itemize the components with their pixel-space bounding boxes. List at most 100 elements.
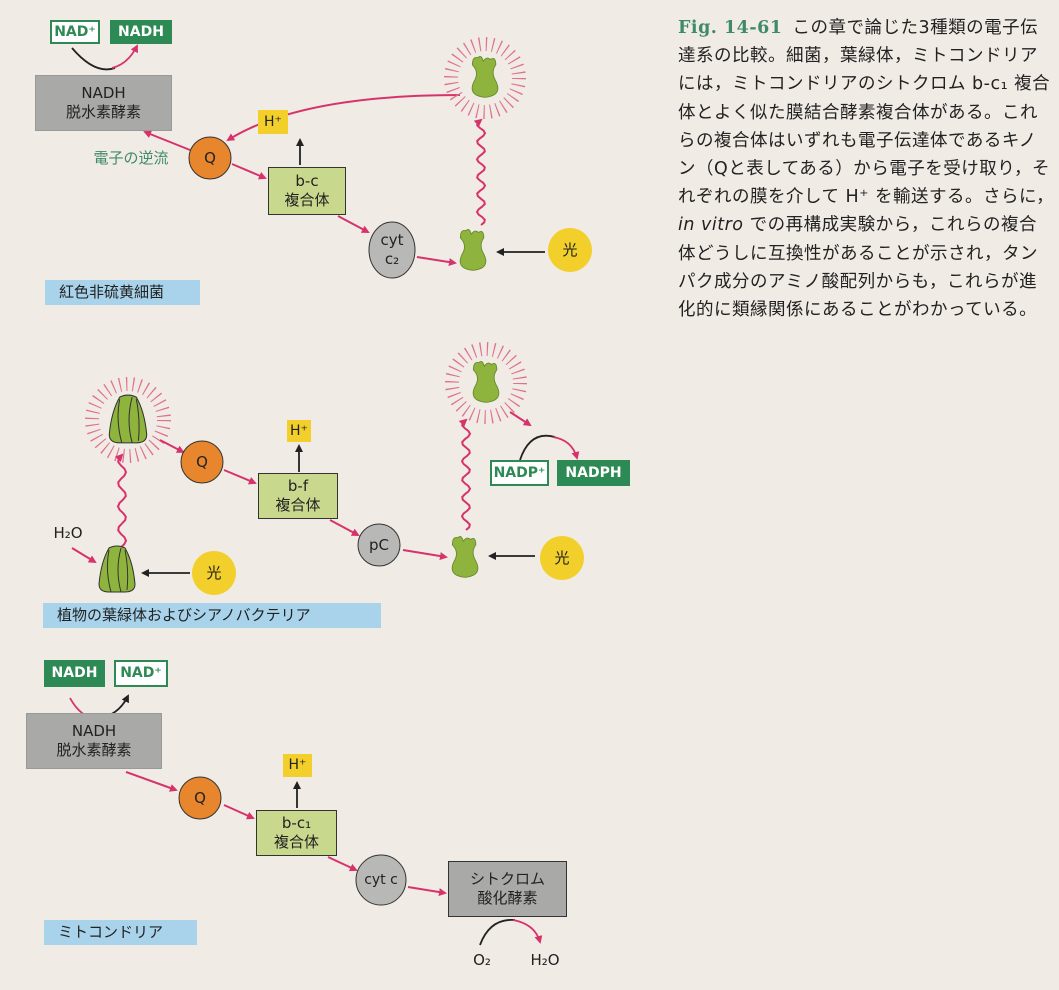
excited-reaction-center-icon	[471, 56, 499, 98]
excitation-glow	[444, 37, 526, 119]
nadh-box: NADH	[44, 660, 105, 687]
quinone-label: Q	[204, 148, 216, 167]
quinone-circle	[178, 776, 222, 820]
complex-line-2: 複合体	[275, 496, 321, 514]
reverse-flow-arrow	[143, 130, 191, 151]
caption-line: ン（Qと表してある）から電子を受け取り，そ	[678, 159, 1050, 180]
proton-box: H⁺	[258, 110, 288, 134]
nad-reduction-curve	[71, 47, 116, 71]
electron-arrow	[159, 439, 185, 453]
light-circle	[540, 536, 584, 580]
electron-arrow	[223, 469, 257, 485]
cytochrome-line-1: cyt	[380, 231, 404, 249]
quinone-label: Q	[194, 788, 206, 807]
electron-arrow	[337, 215, 370, 233]
figure-caption: Fig. 14-61 この章で論じた3種類の電子伝 達系の比較。細菌，葉緑体，ミト…	[678, 14, 1058, 324]
excitation-glow	[85, 377, 171, 463]
caption-line: in vitro での再構成実験から，これらの複合	[678, 211, 1058, 239]
oxygen-reduction-curve	[479, 919, 516, 946]
plastocyanin-circle	[357, 523, 401, 567]
water-label: H₂O	[53, 523, 83, 542]
cytochrome-c-circle	[355, 854, 407, 906]
b-c1-complex-box: b-c₁ 複合体	[256, 810, 337, 856]
nadph-box: NADPH	[557, 460, 630, 486]
caption-line: らの複合体はいずれも電子伝達体であるキノ	[678, 130, 1037, 151]
complex-line-1: b-c₁	[281, 814, 312, 832]
nadp-reduction-curve	[519, 434, 556, 461]
nadh-dehydrogenase-box: NADH 脱水素酵素	[35, 75, 172, 131]
electron-arrow	[125, 771, 178, 792]
water-arrow	[71, 547, 97, 564]
water-label: H₂O	[530, 950, 560, 969]
caption-line: 体どうしに互換性があることが示され，タン	[678, 243, 1038, 264]
nad-plus-box: NAD⁺	[50, 20, 100, 44]
caption-italic-term: in vitro	[678, 215, 744, 236]
excitation-wave	[458, 418, 472, 531]
nad-reduction-arrow	[111, 44, 138, 69]
cytochrome-oxidase-box: シトクロム 酸化酵素	[448, 861, 567, 917]
b-c-complex-box: b-c 複合体	[268, 167, 346, 215]
oxygen-label: O₂	[473, 950, 491, 969]
caption-line: れぞれの膜を介して H⁺ を輸送する。さらに，	[678, 187, 1055, 208]
electron-arrow	[231, 163, 267, 180]
light-circle	[192, 551, 236, 595]
chloroplast-title: 植物の葉緑体およびシアノバクテリア	[43, 603, 381, 628]
cytochrome-line-2: c₂	[384, 250, 400, 268]
caption-line: パク成分のアミノ酸配列からも，これらが進	[678, 271, 1037, 292]
caption-line: には，ミトコンドリアのシトクロム b-c₁ 複合	[678, 74, 1051, 95]
electron-arrow	[402, 549, 448, 560]
quinone-circle	[188, 136, 232, 180]
dehydrogenase-line-1: NADH	[81, 84, 126, 102]
light-circle	[548, 228, 592, 272]
dehydrogenase-line-1: NADH	[71, 722, 117, 740]
complex-line-2: 複合体	[273, 833, 319, 851]
excitation-wave	[473, 118, 487, 226]
excitation-glow	[445, 342, 527, 424]
dehydrogenase-line-2: 脱水素酵素	[56, 741, 132, 759]
plastocyanin-label: pC	[369, 535, 389, 554]
electron-arrow-to-q	[226, 94, 461, 142]
electron-arrow	[223, 804, 255, 820]
dehydrogenase-line-2: 脱水素酵素	[65, 103, 141, 121]
mitochondria-title: ミトコンドリア	[44, 920, 197, 945]
electron-arrow	[327, 856, 358, 872]
quinone-label: Q	[196, 452, 208, 471]
photosystem-ii-icon	[98, 545, 136, 593]
electron-arrow	[407, 886, 447, 896]
electron-arrow	[329, 519, 360, 536]
photosystem-i-icon	[451, 536, 479, 578]
excited-photosystem-ii-icon	[108, 394, 148, 444]
caption-line: Fig. 14-61 この章で論じた3種類の電子伝	[678, 14, 1058, 42]
complex-line-2: 複合体	[284, 191, 330, 209]
figure-number: Fig. 14-61	[678, 18, 783, 38]
caption-line: 化的に類縁関係にあることがわかっている。	[678, 300, 1038, 321]
proton-box: H⁺	[283, 754, 312, 777]
quinone-circle	[180, 440, 224, 484]
excited-photosystem-i-icon	[472, 361, 500, 403]
purple-bacteria-title: 紅色非硫黄細菌	[45, 280, 200, 305]
complex-line-1: b-f	[287, 477, 309, 495]
light-label-left: 光	[206, 563, 222, 582]
nadh-box: NADH	[110, 20, 172, 44]
nadp-reduction-arrow	[552, 436, 580, 460]
oxidase-line-1: シトクロム	[469, 870, 545, 888]
cytochrome-c-label: cyt c	[364, 871, 398, 888]
caption-text: での再構成実験から，これらの複合	[749, 215, 1038, 236]
nadh-dehydrogenase-box: NADH 脱水素酵素	[26, 713, 162, 769]
caption-text: この章で論じた3種類の電子伝	[792, 18, 1039, 38]
b-f-complex-box: b-f 複合体	[258, 473, 338, 519]
caption-line: 体とよく似た膜結合酵素複合体がある。これ	[678, 102, 1038, 123]
cytochrome-c2-label: cyt c₂	[372, 230, 412, 270]
light-label: 光	[562, 240, 578, 259]
cytochrome-c2-ellipse	[368, 221, 416, 279]
proton-box: H⁺	[287, 420, 311, 442]
caption-line: 達系の比較。細菌，葉緑体，ミトコンドリア	[678, 46, 1038, 67]
electron-arrow	[416, 256, 457, 267]
electron-arrow	[509, 411, 532, 427]
reverse-flow-label: 電子の逆流	[93, 148, 169, 167]
oxidase-line-2: 酸化酵素	[477, 889, 538, 907]
light-label-right: 光	[554, 548, 570, 567]
reaction-center-icon	[459, 229, 487, 271]
oxygen-reduction-arrow	[512, 919, 543, 944]
